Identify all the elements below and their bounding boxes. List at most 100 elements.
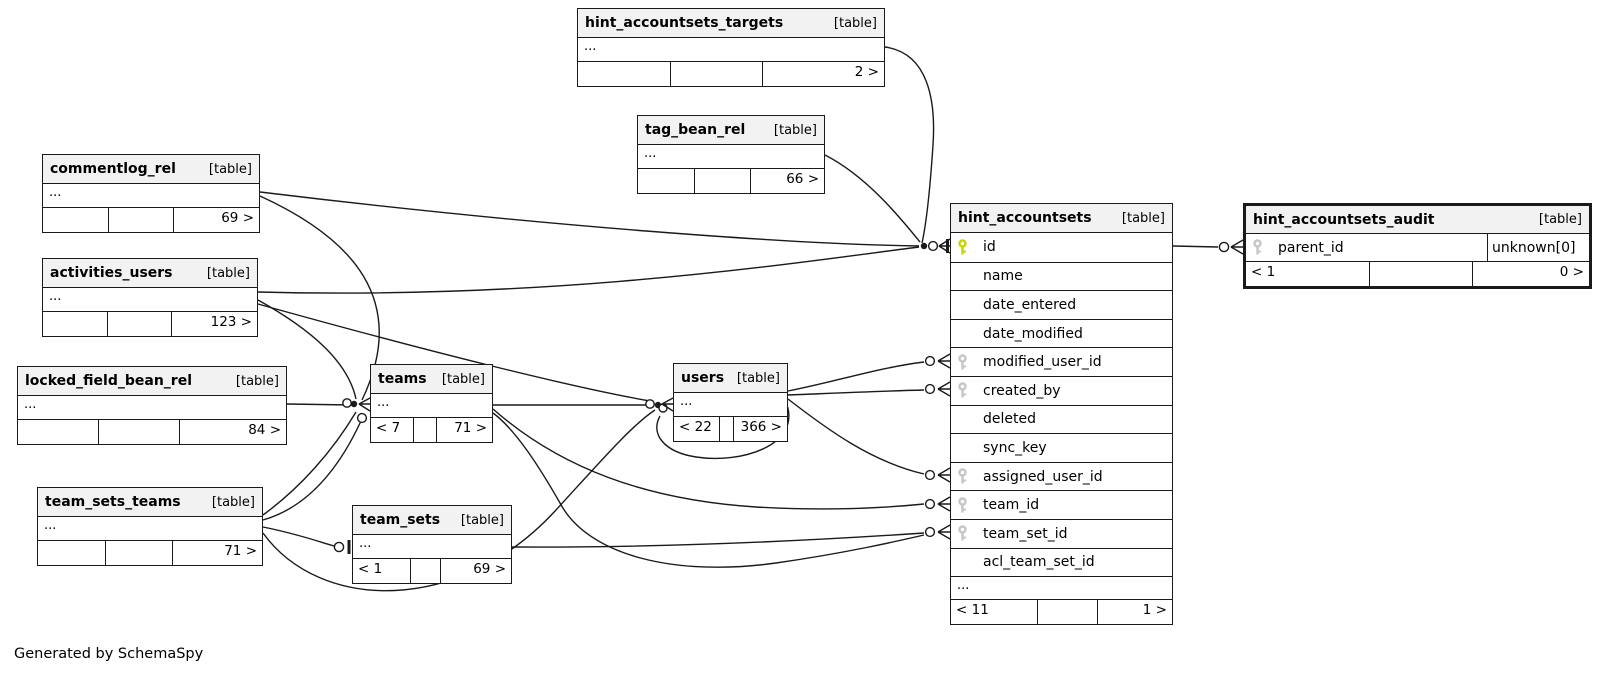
table-locked-field-bean-rel[interactable]: locked_field_bean_rel [table] ... 84 > <box>17 366 287 445</box>
table-name: users <box>681 370 725 386</box>
column-row-assigned-user-id: assigned_user_id <box>951 461 1172 491</box>
edge-commentlogrel-to-teams <box>259 195 380 401</box>
parents-count: < 22 <box>679 419 712 435</box>
hidden-columns-ellipsis: ... <box>371 394 492 418</box>
hidden-columns-ellipsis: ... <box>353 535 511 559</box>
table-hint-accountsets[interactable]: hint_accountsets [table] id name date_en… <box>950 203 1173 626</box>
hidden-columns-ellipsis: ... <box>578 38 884 62</box>
foreign-key-icon <box>958 353 967 370</box>
edge-teamsetsteams-to-teamsets <box>262 526 335 547</box>
table-name: hint_accountsets_targets <box>585 15 784 31</box>
table-header: teams [table] <box>371 365 492 394</box>
table-header: tag_bean_rel [table] <box>638 116 824 145</box>
column-row-team-set-id: team_set_id <box>951 518 1172 548</box>
edge-targets-to-id <box>884 46 935 244</box>
table-name: hint_accountsets <box>958 210 1092 226</box>
connector-modified-user-id <box>924 353 951 369</box>
table-name: locked_field_bean_rel <box>25 373 192 389</box>
table-type-label: [table] <box>206 265 250 281</box>
table-tag-bean-rel[interactable]: tag_bean_rel [table] ... 66 > <box>637 115 825 194</box>
edge-tagbeanrel-to-id <box>824 154 921 243</box>
table-footer: 71 > <box>38 541 262 565</box>
foreign-key-icon <box>958 496 967 513</box>
table-type-label: [table] <box>211 494 255 510</box>
edge-users-to-assigned-user-id <box>787 398 925 475</box>
table-type-label: [table] <box>773 122 817 138</box>
table-footer: 2 > <box>578 62 884 86</box>
hidden-columns-ellipsis: ... <box>43 184 259 208</box>
table-name: commentlog_rel <box>50 161 176 177</box>
connector-teams <box>342 397 371 424</box>
table-activities-users[interactable]: activities_users [table] ... 123 > <box>42 258 258 337</box>
table-header: hint_accountsets [table] <box>951 204 1172 233</box>
children-count: 84 > <box>178 420 286 444</box>
foreign-key-icon <box>958 382 967 398</box>
hidden-columns-ellipsis: ... <box>43 288 257 312</box>
primary-key-icon <box>958 239 967 255</box>
column-row-acl-team-set-id: acl_team_set_id <box>951 547 1172 577</box>
table-name: activities_users <box>50 265 173 281</box>
column-row-name: name <box>951 261 1172 291</box>
table-team-sets[interactable]: team_sets [table] ... < 1 69 > <box>352 505 512 584</box>
table-type-label: [table] <box>736 370 780 386</box>
column-row-date-entered: date_entered <box>951 290 1172 319</box>
column-name: assigned_user_id <box>983 468 1103 485</box>
parents-count: < 1 <box>1251 264 1276 280</box>
table-type-label: [table] <box>460 512 504 528</box>
children-count: 69 > <box>439 559 511 583</box>
table-footer: < 22 366 > <box>674 417 787 441</box>
children-count: 66 > <box>749 169 824 193</box>
connector-users <box>645 397 674 413</box>
parents-count: < 11 <box>956 602 989 619</box>
table-teams[interactable]: teams [table] ... < 7 71 > <box>370 364 493 443</box>
column-name: date_modified <box>983 325 1083 342</box>
connector-team-id <box>924 496 951 512</box>
edge-activitiesusers-to-id <box>257 246 920 294</box>
table-name: team_sets_teams <box>45 494 181 510</box>
table-users[interactable]: users [table] ... < 22 366 > <box>673 363 788 442</box>
children-count: 1 > <box>1096 600 1172 625</box>
column-list: id name date_entered date_modified modif… <box>951 233 1172 576</box>
column-row-deleted: deleted <box>951 404 1172 434</box>
connector-assigned-user-id <box>924 467 951 483</box>
table-team-sets-teams[interactable]: team_sets_teams [table] ... 71 > <box>37 487 263 566</box>
edge-id-to-audit-parent-id <box>1172 245 1219 248</box>
hidden-columns-ellipsis: ... <box>38 517 262 541</box>
connector-team-set-id <box>924 524 951 540</box>
column-name: parent_id <box>1278 239 1344 256</box>
column-name: modified_user_id <box>983 354 1102 371</box>
table-header: hint_accountsets_targets [table] <box>578 9 884 38</box>
table-footer: 84 > <box>18 420 286 444</box>
table-name: hint_accountsets_audit <box>1253 211 1435 228</box>
column-name: acl_team_set_id <box>983 554 1095 571</box>
table-header: users [table] <box>674 364 787 393</box>
column-row-sync-key: sync_key <box>951 433 1172 462</box>
edge-activitiesusers-to-teams <box>257 299 357 400</box>
column-row-id: id <box>951 233 1172 262</box>
table-hint-accountsets-audit[interactable]: hint_accountsets_audit [table] parent_id… <box>1243 203 1592 289</box>
table-footer: < 1 0 > <box>1246 262 1589 286</box>
table-footer: < 1 69 > <box>353 559 511 583</box>
table-commentlog-rel[interactable]: commentlog_rel [table] ... 69 > <box>42 154 260 233</box>
edge-lockedfield-to-teams <box>286 403 353 406</box>
table-header: commentlog_rel [table] <box>43 155 259 184</box>
foreign-key-icon <box>958 525 967 541</box>
table-header: team_sets_teams [table] <box>38 488 262 517</box>
children-count: 71 > <box>436 418 492 442</box>
column-type: unknown[0] <box>1487 234 1589 261</box>
parents-count: < 7 <box>376 420 401 436</box>
column-row-modified-user-id: modified_user_id <box>951 347 1172 376</box>
column-name: sync_key <box>983 439 1047 456</box>
column-name: id <box>983 239 996 256</box>
generator-credit: Generated by SchemaSpy <box>14 646 204 662</box>
table-footer: 66 > <box>638 169 824 193</box>
table-footer: 69 > <box>43 208 259 232</box>
table-hint-accountsets-targets[interactable]: hint_accountsets_targets [table] ... 2 > <box>577 8 885 87</box>
column-row-date-modified: date_modified <box>951 318 1172 348</box>
table-name: tag_bean_rel <box>645 122 746 138</box>
column-row-parent-id: parent_id unknown[0] <box>1246 234 1589 262</box>
table-type-label: [table] <box>441 371 485 387</box>
edge-teamsets-to-team-set-id <box>511 532 925 548</box>
column-row-created-by: created_by <box>951 375 1172 405</box>
